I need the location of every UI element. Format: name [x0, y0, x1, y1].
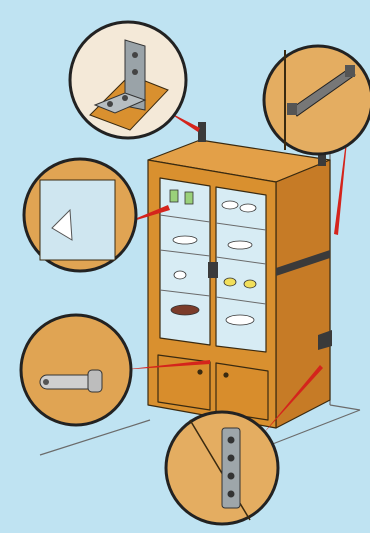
knob-left-icon	[198, 370, 202, 374]
cup-icon	[185, 192, 193, 204]
knob-right-icon	[224, 373, 228, 377]
bowl-icon	[240, 204, 256, 212]
top-bracket-left-icon	[198, 122, 206, 142]
stack-plates-icon	[171, 305, 199, 315]
glass-icon	[244, 280, 256, 288]
door-latch-icon	[208, 262, 218, 278]
wine-glass-icon	[174, 271, 186, 279]
glass-door-right	[216, 187, 266, 352]
door-latch-detail-icon	[21, 315, 131, 425]
cup-icon	[170, 190, 178, 202]
plate-icon	[228, 241, 252, 249]
cabinet	[148, 140, 330, 428]
plate-icon	[173, 236, 197, 244]
glass-safety-film-detail-icon	[24, 159, 136, 271]
bowl-icon	[222, 201, 238, 209]
wall-strap-detail-icon	[264, 46, 370, 154]
l-bracket-detail-icon	[70, 22, 186, 138]
glass-icon	[224, 278, 236, 286]
bowl-icon	[226, 315, 254, 325]
hinge-plate-detail-icon	[166, 412, 278, 524]
